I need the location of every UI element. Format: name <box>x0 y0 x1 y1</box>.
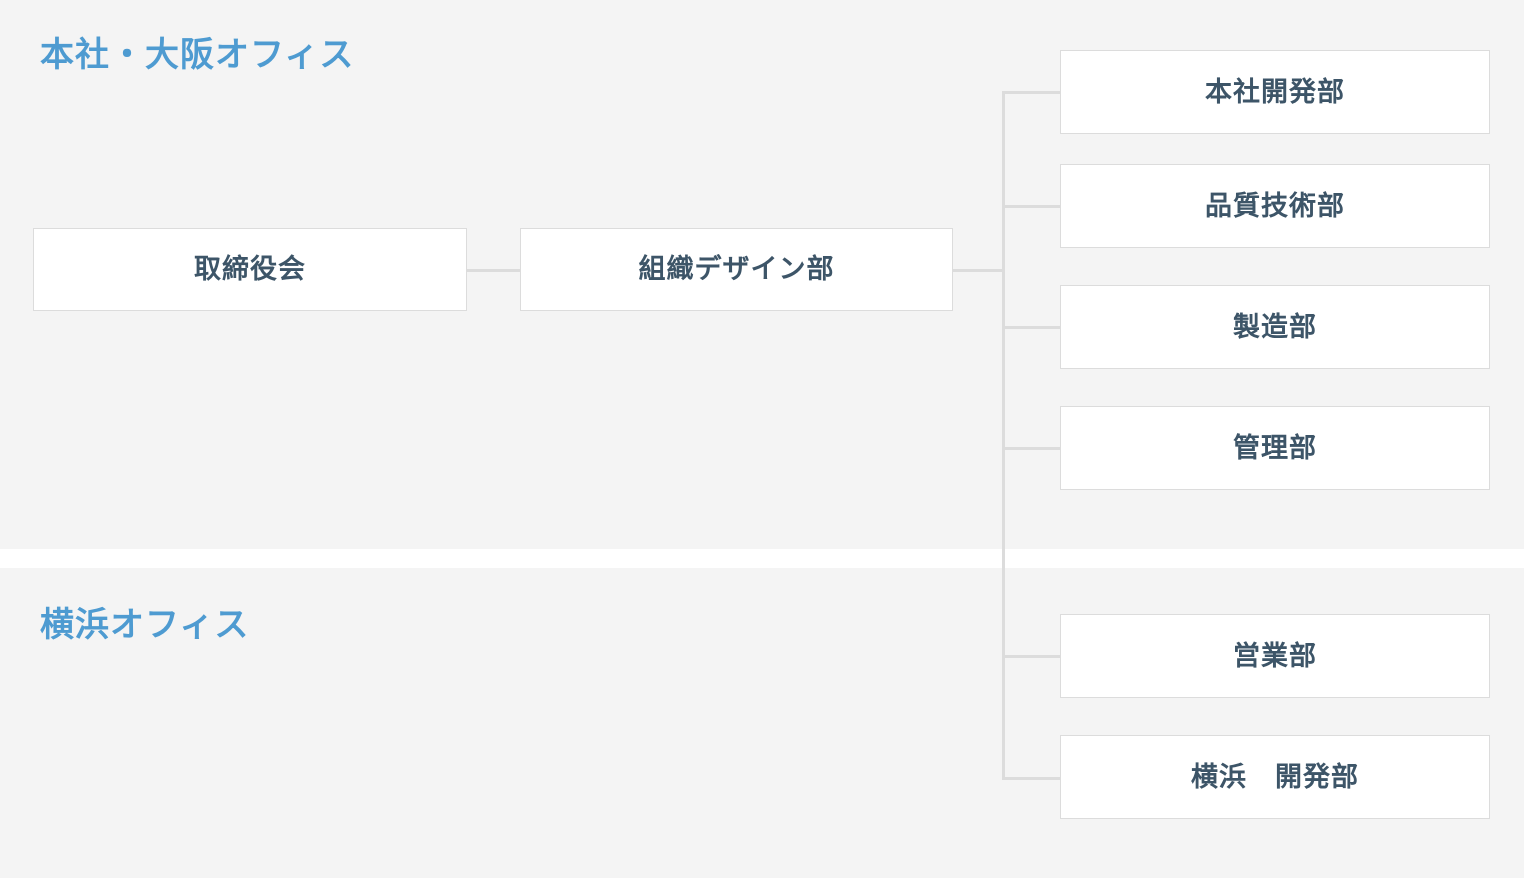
connector-stub-honsha-kaihatsu <box>1002 91 1061 94</box>
node-seizo-bu[interactable]: 製造部 <box>1060 285 1490 369</box>
node-label: 本社開発部 <box>1205 76 1345 107</box>
node-yokohama-kaihatsu-bu[interactable]: 横浜 開発部 <box>1060 735 1490 819</box>
node-organization-design-dept[interactable]: 組織デザイン部 <box>520 228 953 311</box>
node-honsha-kaihatsu-bu[interactable]: 本社開発部 <box>1060 50 1490 134</box>
node-label: 横浜 開発部 <box>1191 761 1359 792</box>
node-label: 管理部 <box>1233 432 1317 463</box>
node-hinshitsu-gijutsu-bu[interactable]: 品質技術部 <box>1060 164 1490 248</box>
connector-stub-seizo <box>1002 326 1061 329</box>
node-label: 品質技術部 <box>1205 190 1345 221</box>
section-title-honsha-osaka: 本社・大阪オフィス <box>40 36 355 74</box>
connector-stub-yokohama-kaihatsu <box>1002 777 1061 780</box>
section-title-yokohama: 横浜オフィス <box>40 606 250 644</box>
node-label: 取締役会 <box>194 254 306 284</box>
connector-stub-kanri <box>1002 447 1061 450</box>
connector-orgdesign-to-trunk <box>952 269 1005 272</box>
connector-trunk-vertical <box>1002 91 1005 780</box>
connector-board-to-orgdesign <box>467 269 522 272</box>
node-label: 製造部 <box>1233 311 1317 342</box>
connector-stub-hinshitsu-gijutsu <box>1002 205 1061 208</box>
node-label: 営業部 <box>1233 640 1317 671</box>
node-eigyo-bu[interactable]: 営業部 <box>1060 614 1490 698</box>
node-board-of-directors[interactable]: 取締役会 <box>33 228 467 311</box>
node-label: 組織デザイン部 <box>638 254 835 284</box>
connector-stub-eigyo <box>1002 655 1061 658</box>
node-kanri-bu[interactable]: 管理部 <box>1060 406 1490 490</box>
